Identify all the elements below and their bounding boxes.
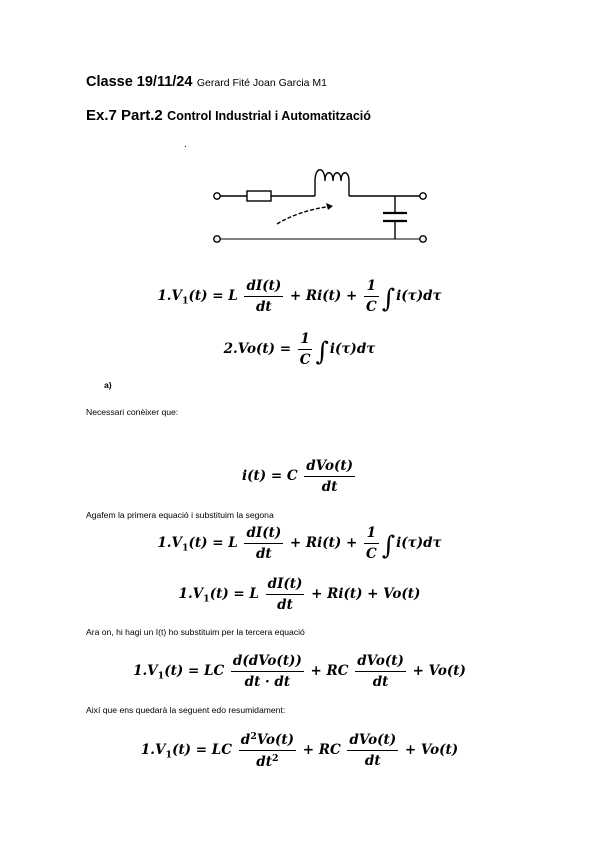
exercise-number: Ex.7 Part.2 [86, 107, 163, 124]
subject-name: Control Industrial i Automatització [167, 109, 371, 123]
authors: Gerard Fité Joan Garcia M1 [196, 77, 328, 89]
integral-sign: ∫ [381, 531, 396, 562]
part-a-label: a) [104, 380, 112, 390]
note-substitute-third: Ara on, hi hagi un I(t) ho substituim pe… [86, 627, 305, 637]
exercise-title: Ex.7 Part.2 Control Industrial i Automat… [86, 107, 371, 125]
input-terminal-top [213, 192, 221, 200]
output-terminal-bottom [419, 235, 427, 243]
equation-final-ode: 1.V1(t) = LC d2Vo(t) dt2 + RC dVo(t)dt +… [140, 731, 459, 771]
rlc-circuit-diagram [213, 169, 427, 243]
inductor-coil [314, 169, 350, 182]
integral-sign: ∫ [381, 284, 396, 315]
fraction-second-derivative: d2Vo(t) dt2 [238, 731, 297, 771]
current-arrow-head [326, 203, 333, 210]
integral-sign: ∫ [315, 337, 329, 368]
fraction-dI-dt: dI(t)dt [244, 278, 284, 315]
note-final-summary: Així que ens quedarà la seguent edo resu… [86, 705, 286, 715]
class-date: Classe 19/11/24 [86, 74, 193, 90]
equation-substituted-current: 1.V1(t) = LC d(dVo(t))dt · dt + RC dVo(t… [133, 653, 466, 690]
input-terminal-bottom [213, 235, 221, 243]
resistor [246, 190, 272, 202]
equation-substituted-vo: 1.V1(t) = L dI(t)dt + Ri(t) + Vo(t) [178, 576, 421, 613]
class-header: Classe 19/11/24 Gerard Fité Joan Garcia … [86, 73, 327, 91]
stray-dot: . [184, 139, 187, 150]
fraction-dVo-dt: dVo(t)dt [304, 458, 355, 495]
note-substitute-second: Agafem la primera equació i substituim l… [86, 510, 274, 520]
current-arrow [276, 205, 334, 225]
note-need-to-know: Necessari conèixer que: [86, 407, 179, 417]
output-terminal-top [419, 192, 427, 200]
equation-current: i(t) = C dVo(t)dt [241, 458, 355, 495]
